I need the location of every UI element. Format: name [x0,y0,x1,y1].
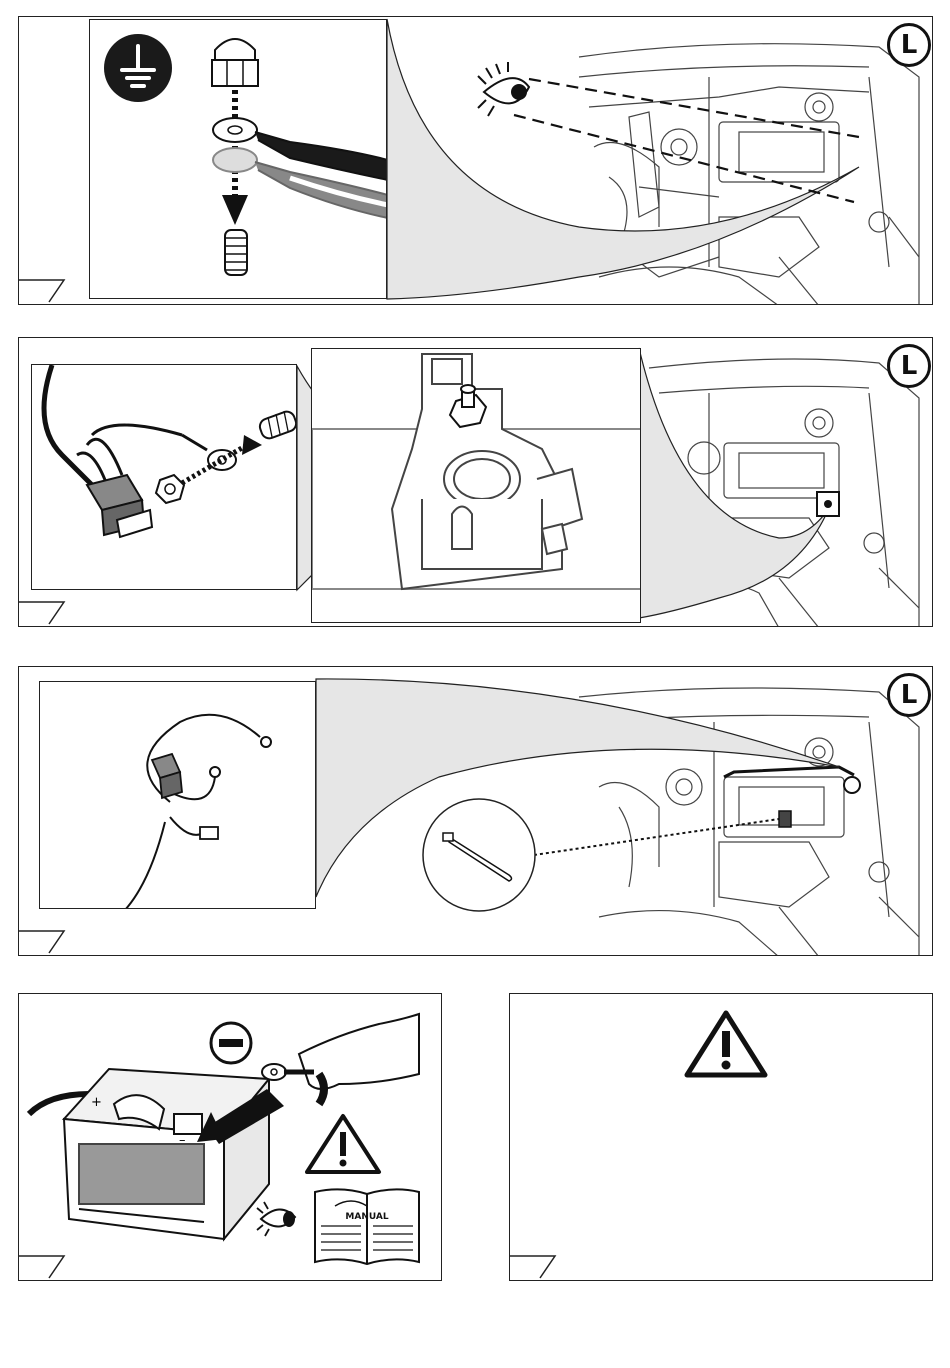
eye-icon [474,62,544,122]
step4-panel: + – MANUAL [18,993,442,1281]
ground-connection-inset [89,19,387,299]
battery-bracket-inset [311,348,641,623]
harness-ring-nut-stud [32,365,297,590]
step2-panel: L [18,337,933,627]
step3-panel: L [18,666,933,956]
side-badge-left: L [887,344,931,388]
minus-terminal-icon [208,1020,254,1066]
bolt-nut-cable-assembly [90,20,387,299]
page-corner-mark [19,596,69,626]
warning-triangle-icon [303,1112,383,1176]
manual-label: MANUAL [337,1212,397,1222]
side-badge-left: L [887,23,931,67]
page-corner-mark [19,274,69,304]
battery-plus-mark: + [91,1095,102,1110]
mount-bracket-marker [811,486,851,526]
page-corner-mark [19,1250,69,1280]
manual-book-icon [311,1186,423,1266]
eye-icon [255,1199,305,1239]
step1-panel: L [18,16,933,305]
warning-triangle-icon [683,1009,769,1079]
battery-minus-mark: – [179,1133,186,1148]
wiring-harness-illustration [40,682,316,909]
harness-connector-inset [31,364,297,590]
page-corner-mark [19,925,69,955]
page-corner-mark [510,1250,560,1280]
battery-bracket-illustration [312,349,641,623]
step5-panel [509,993,933,1281]
wiring-harness-inset [39,681,316,909]
